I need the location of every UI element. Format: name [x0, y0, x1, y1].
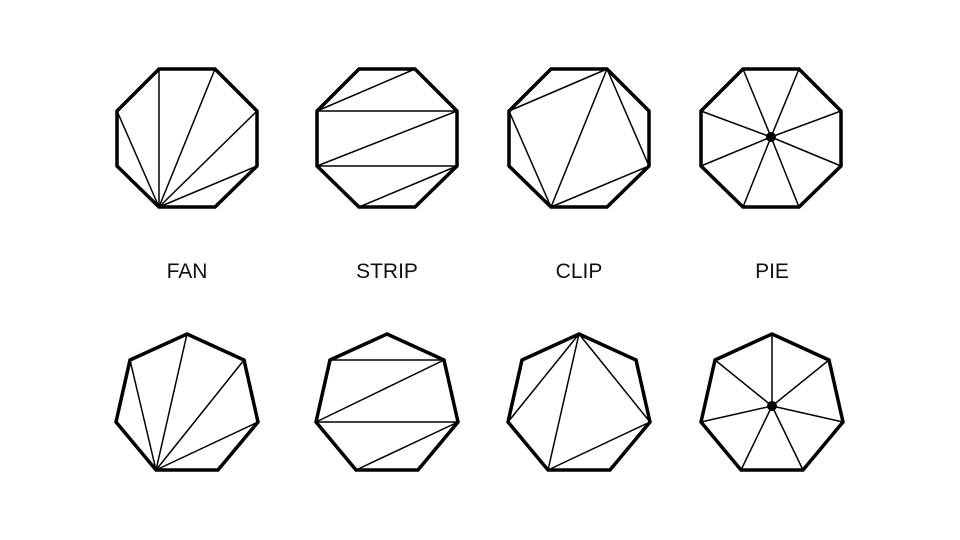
octagon-strip: [315, 67, 459, 209]
clip-diagonal: [606, 68, 650, 167]
clip-diagonal: [547, 333, 580, 471]
heptagon-outline: [114, 332, 260, 472]
octagon-clip: [507, 67, 651, 209]
pie-spoke: [700, 405, 773, 423]
clip-diagonal: [550, 165, 650, 208]
fan-diagonal: [129, 359, 157, 471]
pie-spoke: [700, 110, 772, 138]
pie-spoke: [742, 136, 772, 208]
heptagon-clip: [506, 332, 652, 472]
strip-diagonal: [315, 359, 445, 423]
pie-spoke: [700, 136, 772, 167]
heptagon-outline: [506, 332, 652, 472]
pie-spoke: [714, 359, 773, 407]
octagon-row: [115, 67, 843, 209]
label-pie: PIE: [755, 260, 789, 283]
pie-spoke: [770, 136, 800, 208]
clip-diagonal: [508, 110, 552, 208]
clip-diagonal: [507, 333, 580, 423]
fan-diagonal: [155, 333, 188, 471]
label-fan: FAN: [167, 260, 208, 283]
pie-spoke: [742, 68, 772, 138]
strip-diagonal: [316, 110, 458, 167]
clip-diagonal: [550, 68, 608, 208]
pie-spoke: [740, 405, 773, 471]
strip-diagonal: [358, 165, 458, 208]
heptagon-row: [114, 332, 845, 472]
octagon-outline: [315, 67, 459, 209]
pie-spoke: [771, 405, 844, 423]
pie-center-dot: [766, 132, 776, 142]
octagon-outline: [115, 67, 259, 209]
fan-diagonal: [155, 421, 259, 471]
fan-diagonal: [158, 110, 258, 208]
method-labels: FAN STRIP CLIP PIE: [167, 260, 789, 283]
strip-diagonal: [316, 68, 416, 112]
label-strip: STRIP: [356, 260, 418, 283]
pie-spoke: [770, 68, 800, 138]
pie-spoke: [770, 110, 842, 138]
fan-diagonal: [155, 359, 245, 471]
octagon-fan: [115, 67, 259, 209]
pie-center-dot: [767, 401, 777, 411]
heptagon-fan: [114, 332, 260, 472]
octagon-pie: [699, 67, 843, 209]
pie-spoke: [771, 405, 804, 471]
fan-diagonal: [116, 110, 160, 208]
heptagon-outline: [699, 332, 845, 472]
clip-diagonal: [547, 421, 651, 471]
clip-diagonal: [578, 333, 651, 423]
octagon-outline: [507, 67, 651, 209]
heptagon-outline: [314, 332, 460, 472]
label-clip: CLIP: [556, 260, 603, 283]
pie-spoke: [771, 359, 830, 407]
clip-diagonal: [508, 68, 608, 112]
pie-spoke: [770, 136, 842, 167]
octagon-outline: [699, 67, 843, 209]
heptagon-strip: [314, 332, 460, 472]
fan-diagonal: [158, 165, 258, 208]
fan-diagonal: [158, 68, 216, 208]
strip-diagonal: [355, 421, 459, 471]
heptagon-pie: [699, 332, 845, 472]
